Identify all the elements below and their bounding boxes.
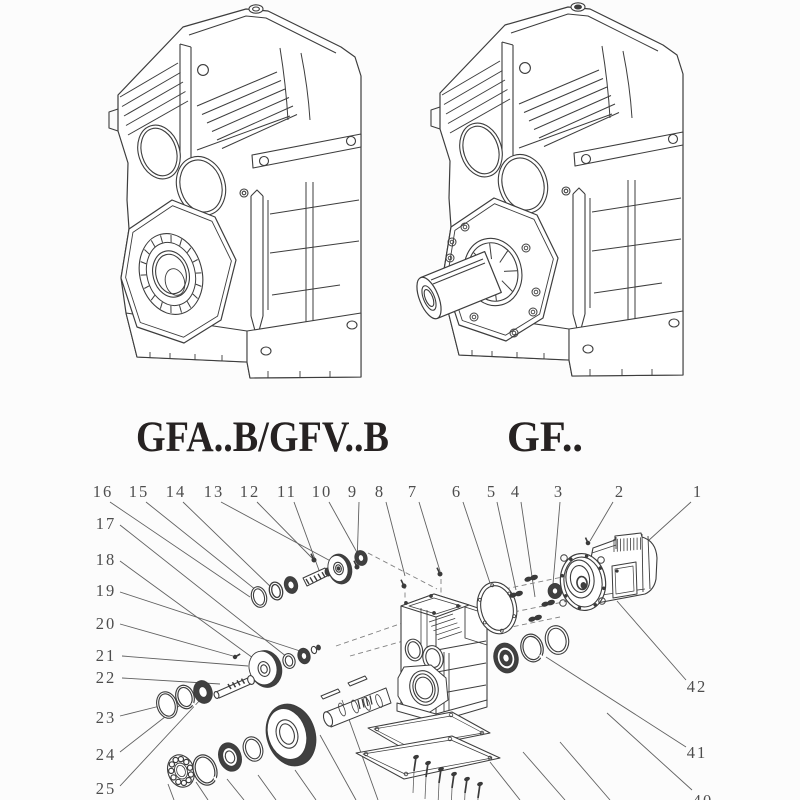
svg-text:18: 18	[96, 550, 117, 569]
svg-text:12: 12	[240, 482, 261, 501]
svg-text:6: 6	[452, 482, 462, 501]
svg-text:13: 13	[204, 482, 225, 501]
svg-text:5: 5	[487, 482, 497, 501]
svg-text:22: 22	[96, 668, 117, 687]
svg-text:42: 42	[687, 677, 708, 696]
svg-text:9: 9	[348, 482, 358, 501]
svg-text:GFA..B/GFV..B: GFA..B/GFV..B	[136, 414, 389, 461]
svg-text:8: 8	[375, 482, 385, 501]
svg-text:10: 10	[312, 482, 333, 501]
svg-text:40: 40	[693, 791, 714, 800]
svg-text:23: 23	[96, 708, 117, 727]
svg-text:1: 1	[693, 482, 703, 501]
svg-text:GF..: GF..	[507, 414, 583, 461]
svg-text:2: 2	[615, 482, 625, 501]
svg-text:17: 17	[96, 514, 117, 533]
svg-text:16: 16	[93, 482, 114, 501]
svg-text:7: 7	[408, 482, 418, 501]
svg-text:25: 25	[96, 779, 117, 798]
svg-text:4: 4	[511, 482, 521, 501]
svg-text:3: 3	[554, 482, 564, 501]
svg-text:11: 11	[277, 482, 297, 501]
svg-text:19: 19	[96, 581, 117, 600]
svg-text:20: 20	[96, 614, 117, 633]
svg-text:41: 41	[687, 743, 708, 762]
svg-text:14: 14	[166, 482, 187, 501]
svg-text:24: 24	[96, 745, 117, 764]
svg-text:21: 21	[96, 646, 117, 665]
svg-text:15: 15	[129, 482, 150, 501]
